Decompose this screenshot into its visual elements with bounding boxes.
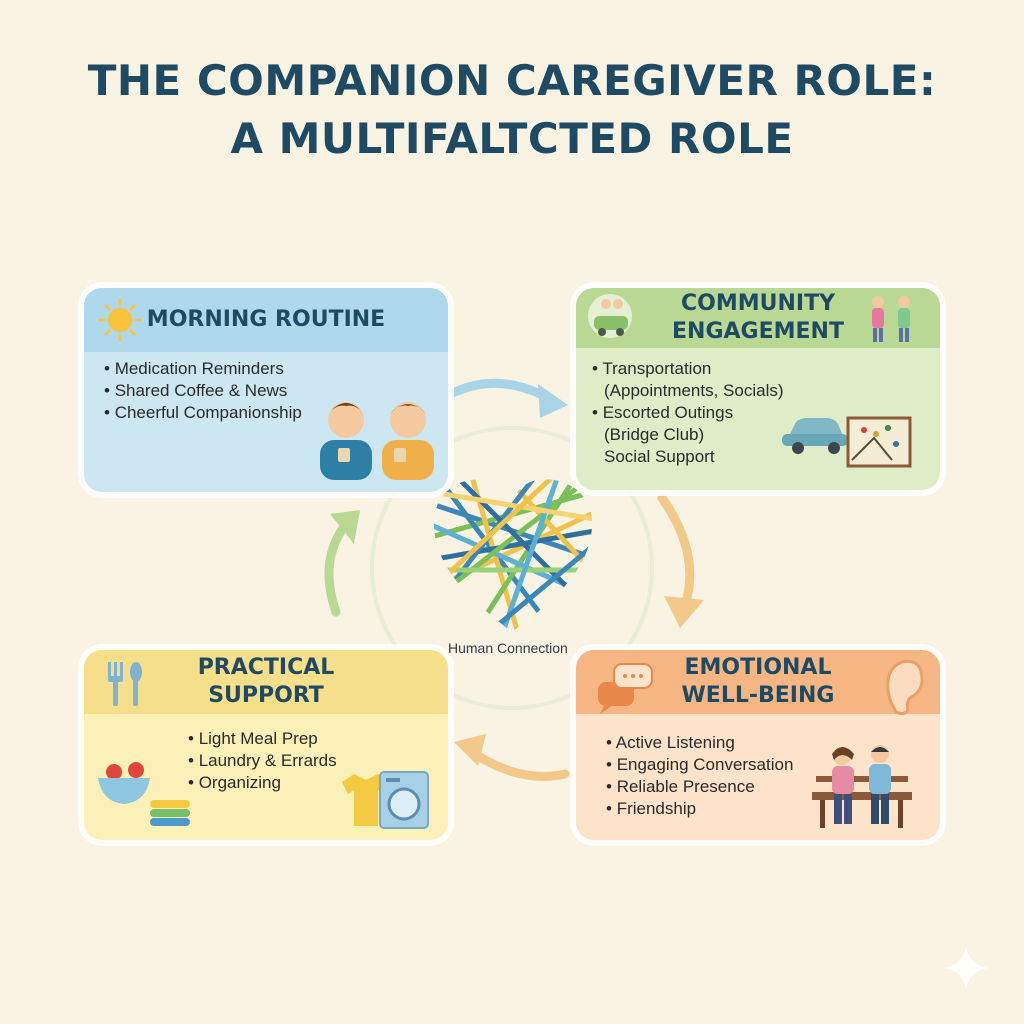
shirt-icon bbox=[342, 774, 390, 826]
emotional-list: Active Listening Engaging Conversation R… bbox=[606, 732, 794, 820]
list-item: Organizing bbox=[188, 772, 337, 794]
list-item: Escorted Outings bbox=[592, 402, 784, 424]
morning-list: Medication Reminders Shared Coffee & New… bbox=[104, 358, 302, 424]
card-title-line-1: COMMUNITY bbox=[680, 291, 836, 316]
title-line-1: THE COMPANION CAREGIVER ROLE: bbox=[87, 56, 937, 105]
list-item-detail: Social Support bbox=[604, 447, 715, 466]
stacked-towels-icon bbox=[150, 800, 190, 826]
map-board-icon bbox=[846, 416, 912, 468]
list-item: Medication Reminders bbox=[104, 358, 302, 380]
speech-bubble-icon bbox=[598, 663, 653, 714]
center-label: Human Connection bbox=[448, 640, 568, 656]
list-item: Engaging Conversation bbox=[606, 754, 794, 776]
card-title-line-1: EMOTIONAL bbox=[684, 655, 832, 680]
arrow-morning-to-community bbox=[450, 378, 553, 403]
arrow-head-left bbox=[330, 510, 360, 544]
list-item: Laundry & Errards bbox=[188, 750, 337, 772]
arrow-head-top bbox=[538, 384, 568, 418]
card-title-line-2: WELL-BEING bbox=[681, 683, 835, 708]
arrow-head-bottom bbox=[454, 734, 486, 766]
car-icon bbox=[782, 418, 848, 454]
community-illustrations bbox=[588, 294, 912, 468]
card-emotional-well-being: EMOTIONAL WELL-BEING Active Lis bbox=[576, 650, 940, 840]
list-item: Active Listening bbox=[606, 732, 793, 754]
two-men-coffee-icon bbox=[320, 402, 434, 480]
page-title: THE COMPANION CAREGIVER ROLE: A MULTIFAL… bbox=[0, 52, 1024, 168]
card-practical-support: PRACTICAL SUPPORT Light Meal Prep L bbox=[84, 650, 448, 840]
list-item: Light Meal Prep bbox=[188, 728, 337, 750]
fruit-bowl-icon bbox=[98, 762, 150, 804]
utensils-icon bbox=[108, 662, 142, 706]
card-title: MORNING ROUTINE bbox=[146, 307, 386, 332]
card-title-line-2: SUPPORT bbox=[208, 683, 324, 708]
arrow-community-to-emotional bbox=[657, 493, 695, 607]
arrow-head-right bbox=[664, 596, 704, 628]
morning-illustrations bbox=[98, 298, 434, 480]
list-item: Transportation bbox=[592, 358, 784, 380]
list-item-detail: (Bridge Club) bbox=[604, 425, 705, 444]
list-item: Cheerful Companionship bbox=[104, 402, 302, 424]
community-list: Transportation (Appointments, Socials) E… bbox=[592, 358, 784, 468]
card-morning-routine: MORNING ROUTINE Medication Reminders Sha… bbox=[84, 288, 448, 492]
car-people-icon bbox=[588, 294, 632, 338]
washing-machine-icon bbox=[379, 771, 429, 829]
two-people-icon bbox=[872, 296, 910, 342]
list-item: Shared Coffee & News bbox=[104, 380, 302, 402]
sun-icon bbox=[98, 298, 142, 342]
ear-icon bbox=[886, 659, 924, 716]
list-item-detail: (Appointments, Socials) bbox=[604, 381, 784, 400]
practical-illustrations bbox=[98, 662, 429, 829]
list-item: Reliable Presence bbox=[606, 776, 793, 798]
sparkle-icon bbox=[944, 946, 988, 990]
couple-bench-icon bbox=[812, 745, 912, 828]
emotional-illustrations bbox=[598, 659, 924, 828]
arrow-practical-to-morning bbox=[324, 519, 351, 617]
card-header: PRACTICAL SUPPORT bbox=[84, 650, 448, 714]
card-community-engagement: COMMUNITY ENGAGEMENT bbox=[576, 288, 940, 490]
list-item: Friendship bbox=[606, 798, 793, 820]
card-title-line-1: PRACTICAL bbox=[197, 655, 335, 680]
card-header: MORNING ROUTINE bbox=[84, 288, 448, 352]
card-title-line-2: ENGAGEMENT bbox=[672, 319, 844, 344]
cycle-ring bbox=[370, 426, 654, 710]
arrow-emotional-to-practical bbox=[467, 747, 570, 781]
heart-icon bbox=[433, 479, 593, 632]
title-line-2: A MULTIFALTCTED ROLE bbox=[230, 114, 794, 163]
practical-list: Light Meal Prep Laundry & Errards Organi… bbox=[188, 728, 337, 794]
